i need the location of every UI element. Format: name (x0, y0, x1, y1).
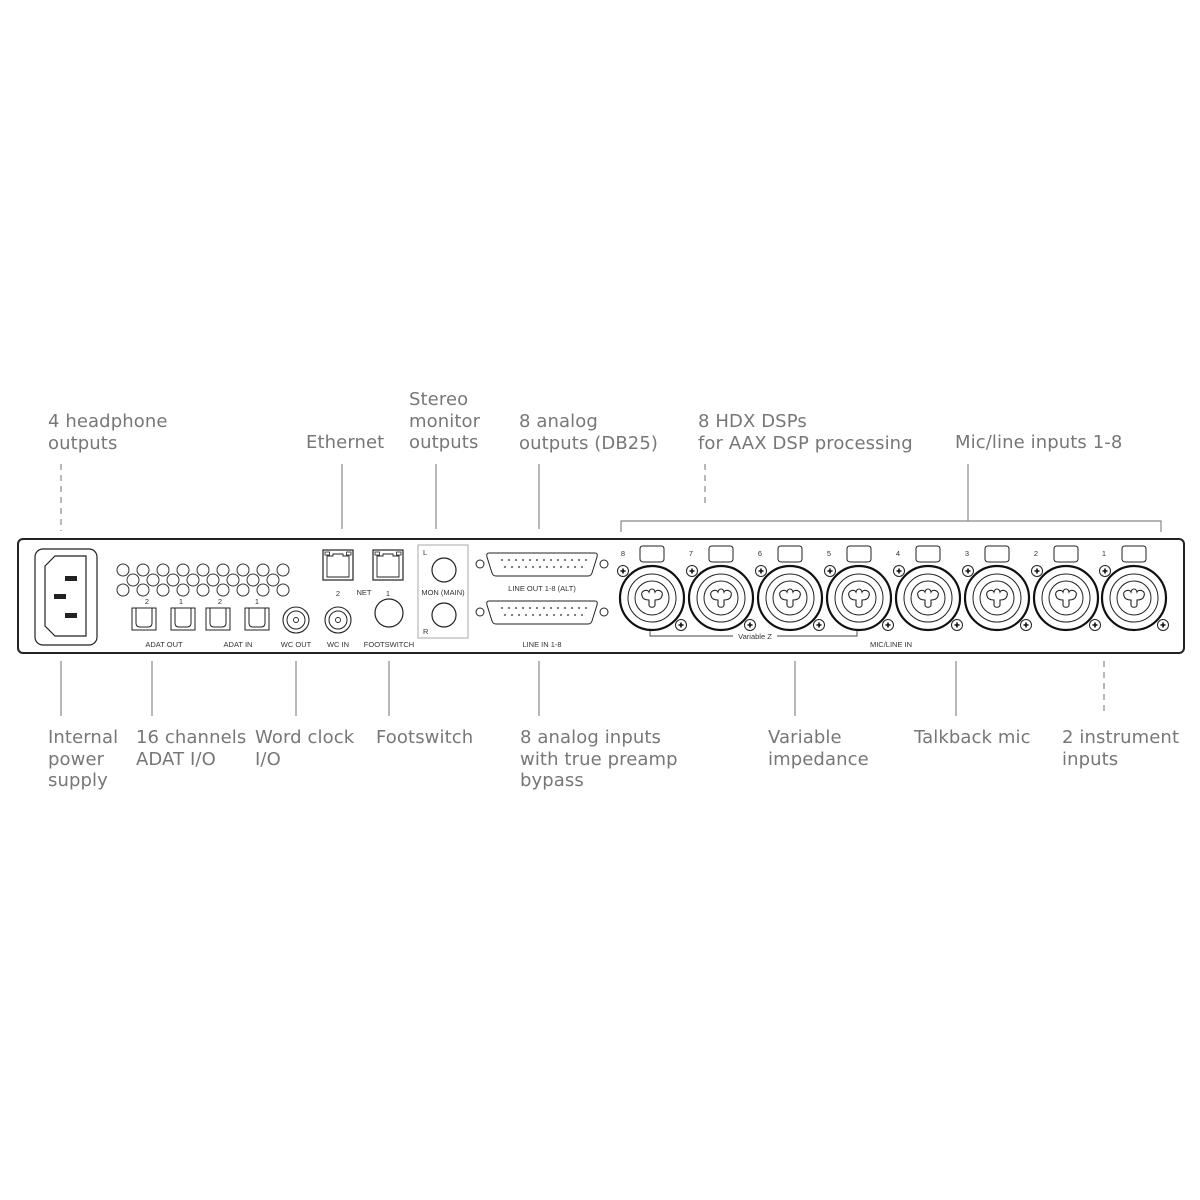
mic-line-in-label: MIC/LINE IN (870, 640, 912, 649)
channel-number-4: 4 (896, 549, 900, 558)
line-out-db25 (486, 552, 598, 577)
ethernet-port-2 (322, 549, 354, 581)
channel-number-6: 6 (758, 549, 762, 558)
line-in-label: LINE IN 1-8 (522, 640, 561, 649)
monitor-outputs: L MON (MAIN) R (417, 544, 469, 639)
ethernet-port-1 (372, 549, 404, 581)
adat-in-2-port (205, 607, 231, 631)
mic-line-combo-jacks: 8 7 6 5 4 3 2 1 Variable Z MIC/LINE IN (616, 545, 1170, 649)
channel-number-8: 8 (621, 549, 625, 558)
adat-in-2-num: 2 (218, 597, 222, 606)
callout-instrument-inputs: 2 instrument inputs (1062, 727, 1180, 770)
callout-word-clock-io: Word clock I/O (255, 727, 355, 770)
adat-in-1-num: 1 (255, 597, 259, 606)
channel-number-7: 7 (689, 549, 693, 558)
adat-out-2-num: 2 (145, 597, 149, 606)
db25-connectors: LINE OUT 1-8 (ALT) LINE IN 1-8 (475, 552, 609, 649)
callout-headphone-outputs: 4 headphone outputs (48, 411, 168, 454)
footswitch-label: FOOTSWITCH (364, 640, 414, 649)
adat-out-1-port (170, 607, 196, 631)
bottom-leader-lines (60, 661, 1105, 716)
callout-variable-impedance: Variable impedance (768, 727, 869, 770)
mon-r-jack (431, 602, 457, 628)
adat-out-2-port (131, 607, 157, 631)
callout-stereo-monitor-outputs: Stereo monitor outputs (409, 389, 481, 453)
variable-z-label: Variable Z (738, 632, 772, 641)
callout-analog-inputs-bypass: 8 analog inputs with true preamp bypass (520, 727, 678, 791)
adat-out-label: ADAT OUT (145, 640, 183, 649)
callout-hdx-dsps: 8 HDX DSPs for AAX DSP processing (698, 411, 913, 454)
net-port-2-label: 2 (336, 589, 340, 598)
channel-number-3: 3 (965, 549, 969, 558)
mon-l-jack (431, 557, 457, 583)
vent-holes (116, 563, 290, 597)
callout-talkback-mic: Talkback mic (914, 727, 1031, 748)
line-out-label: LINE OUT 1-8 (ALT) (508, 584, 576, 593)
mon-main-label: MON (MAIN) (421, 588, 465, 597)
callout-adat-io: 16 channels ADAT I/O (136, 727, 247, 770)
wc-in-label: WC IN (327, 640, 349, 649)
callout-ethernet: Ethernet (306, 432, 385, 453)
wc-out-label: WC OUT (281, 640, 312, 649)
callout-mic-line-inputs: Mic/line inputs 1-8 (955, 432, 1123, 453)
top-leader-lines (60, 464, 1162, 532)
mon-l-label: L (423, 548, 427, 557)
mon-r-label: R (423, 627, 429, 636)
net-port-1-label: 1 (386, 589, 390, 598)
channel-number-2: 2 (1034, 549, 1038, 558)
callout-internal-power-supply: Internal power supply (48, 727, 119, 791)
line-in-db25 (486, 600, 598, 625)
adat-out-1-num: 1 (179, 597, 183, 606)
ethernet-ports: 2 NET 1 (322, 549, 404, 598)
footswitch-jack: FOOTSWITCH (364, 598, 414, 649)
adat-in-1-port (244, 607, 270, 631)
callout-analog-outputs-db25: 8 analog outputs (DB25) (519, 411, 659, 454)
wc-out-port (282, 606, 310, 634)
word-clock-ports: WC OUT WC IN (281, 606, 352, 649)
channel-number-1: 1 (1102, 549, 1106, 558)
wc-in-port (324, 606, 352, 634)
channel-number-5: 5 (827, 549, 831, 558)
net-label: NET (357, 588, 372, 597)
adat-in-label: ADAT IN (224, 640, 253, 649)
power-inlet-icon (34, 548, 98, 646)
adat-ports: 2 1 2 1 ADAT OUT ADAT IN (131, 597, 270, 649)
bracket-mic-line (620, 520, 1162, 532)
callout-footswitch: Footswitch (376, 727, 474, 748)
